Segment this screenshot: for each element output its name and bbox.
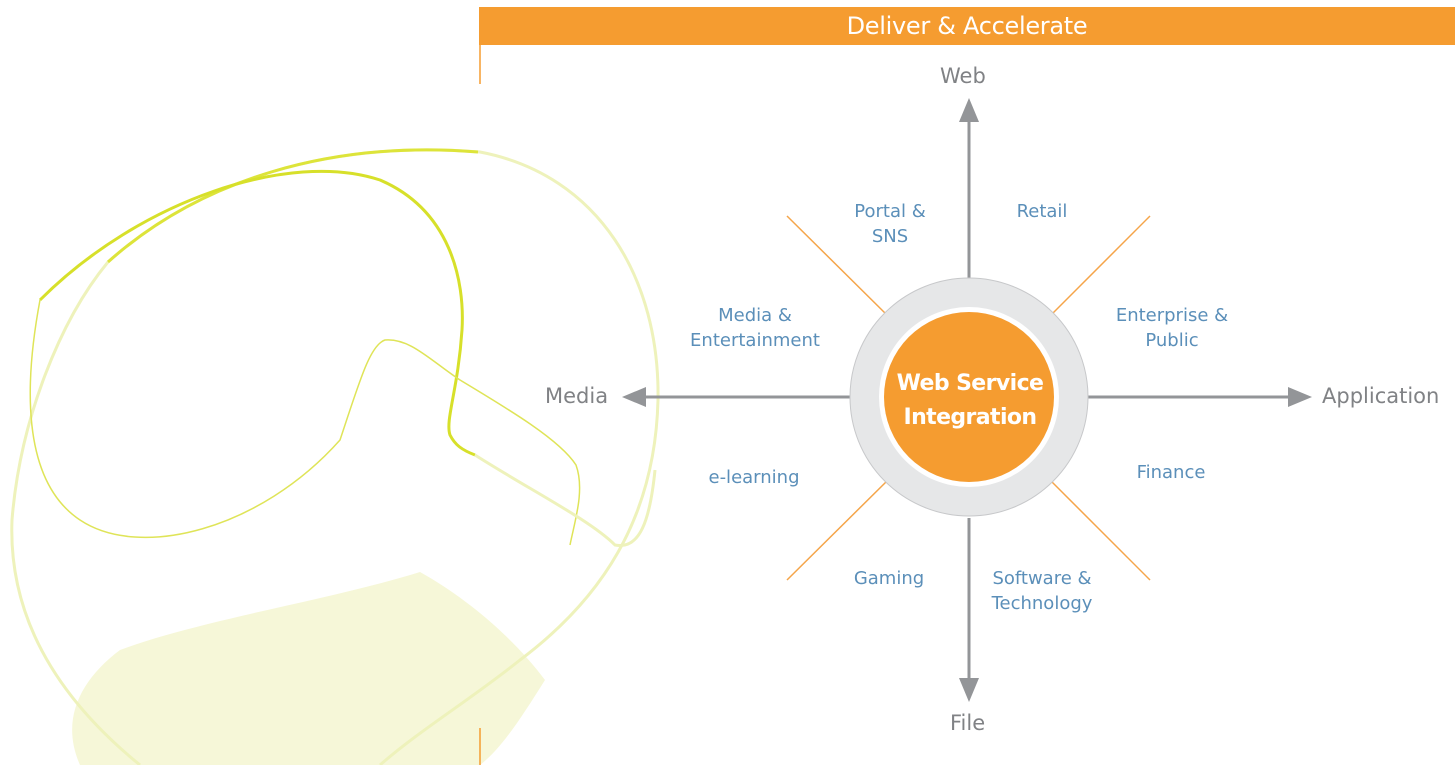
industry-enterprise-public: Enterprise & Public — [1116, 303, 1228, 353]
industry-media-entertainment-line-1: Media & — [718, 305, 792, 326]
center-title-line-1: Web Service — [896, 371, 1044, 396]
industry-retail: Retail — [1016, 201, 1068, 222]
arrow-head-left-icon — [622, 387, 646, 407]
industry-media-entertainment-line-2: Entertainment — [690, 330, 820, 351]
industry-portal-sns-line-1: Portal & — [854, 201, 926, 222]
industry-software-technology-line-1: Software & — [992, 568, 1092, 589]
diagonal-spokes — [786, 215, 1151, 581]
spoke-top-left — [786, 215, 889, 317]
header-title: Deliver & Accelerate — [846, 12, 1088, 40]
industry-software-technology: Software & Technology — [992, 566, 1093, 616]
arrow-head-right-icon — [1288, 387, 1312, 407]
industry-gaming: Gaming — [853, 568, 925, 589]
arrow-head-up-icon — [959, 98, 979, 122]
industry-enterprise-public-line-1: Enterprise & — [1115, 305, 1229, 326]
spoke-bottom-right — [1049, 479, 1151, 581]
center-hub-core — [884, 312, 1054, 482]
header-banner: Deliver & Accelerate — [479, 7, 1455, 45]
industry-enterprise-public-line-2: Public — [1145, 330, 1199, 351]
industry-finance: Finance — [1136, 462, 1206, 483]
industry-software-technology-line-2: Technology — [991, 593, 1093, 614]
axis-label-file: File — [950, 711, 986, 735]
center-title-line-2: Integration — [903, 405, 1038, 430]
industry-e-learning: e-learning — [708, 467, 800, 488]
axis-arrows — [622, 98, 1312, 702]
decorative-swirl-graphic — [10, 148, 660, 765]
axis-label-application: Application — [1322, 384, 1440, 408]
industry-portal-sns-line-2: SNS — [871, 226, 909, 247]
axis-label-web: Web — [940, 64, 986, 88]
industry-portal-sns: Portal & SNS — [854, 199, 925, 249]
arrow-head-down-icon — [959, 678, 979, 702]
axis-label-media: Media — [545, 384, 609, 408]
industry-media-entertainment: Media & Entertainment — [690, 303, 820, 353]
spoke-top-right — [1049, 215, 1151, 317]
spoke-bottom-left — [786, 479, 889, 581]
